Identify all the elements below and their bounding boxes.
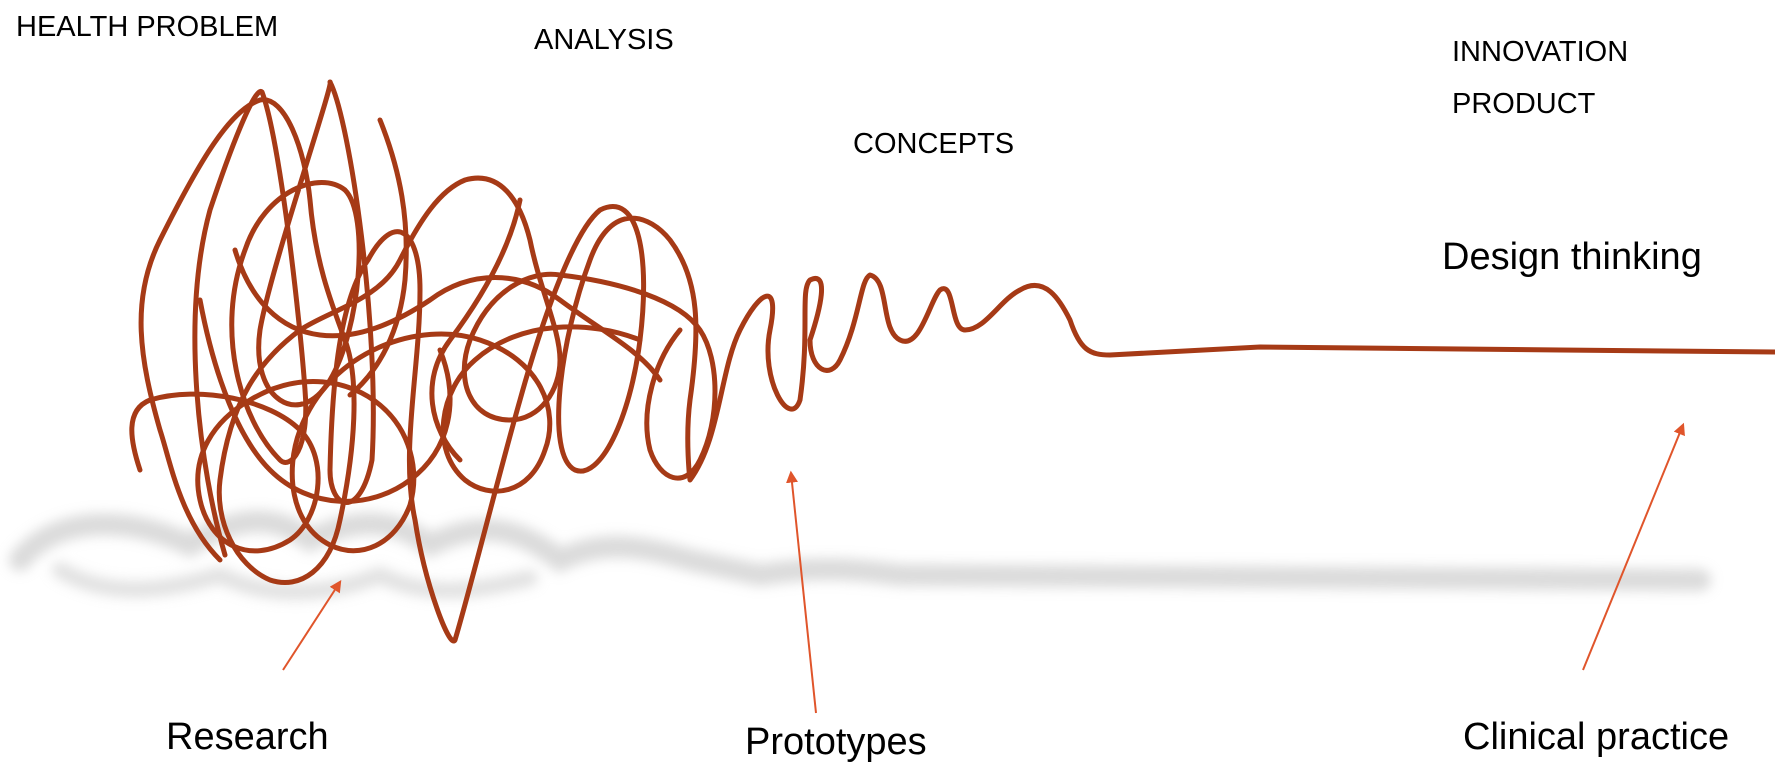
stage-label-product: PRODUCT — [1452, 88, 1596, 120]
callout-label-research: Research — [166, 716, 329, 758]
research-arrow — [282, 579, 342, 671]
callout-label-prototypes: Prototypes — [745, 721, 927, 763]
prototypes-arrow — [786, 470, 817, 714]
callout-label-clinical-practice: Clinical practice — [1463, 716, 1730, 758]
squiggle-shadow — [9, 510, 1711, 600]
diagram-title: Design thinking — [1442, 236, 1702, 278]
stage-label-health-problem: HEALTH PROBLEM — [16, 11, 279, 43]
stage-label-analysis: ANALYSIS — [534, 24, 674, 56]
stage-label-innovation: INNOVATION — [1452, 36, 1629, 68]
design-squiggle — [129, 79, 1775, 644]
callout-arrows — [282, 422, 1685, 714]
stage-label-concepts: CONCEPTS — [853, 128, 1015, 160]
clinical-practice-arrow — [1582, 422, 1685, 671]
